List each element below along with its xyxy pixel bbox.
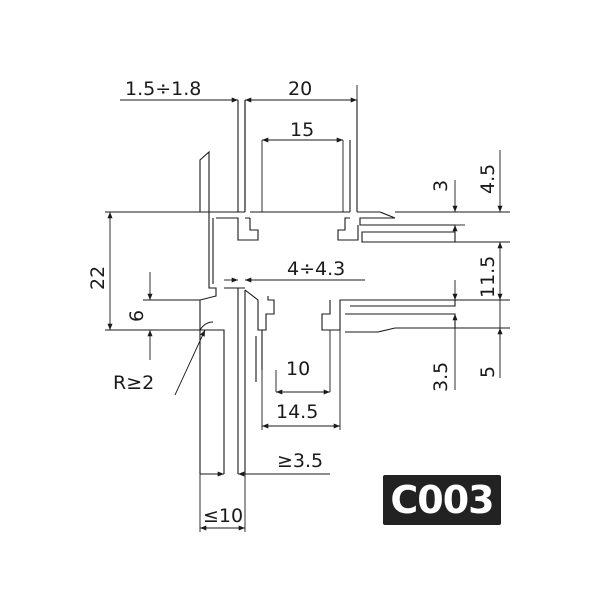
upper-right-lip xyxy=(245,217,359,241)
label-min-wall: ≥3.5 xyxy=(277,450,323,472)
ext-15 xyxy=(261,140,344,212)
label-20: 20 xyxy=(288,78,312,100)
label-15: 15 xyxy=(290,119,314,141)
dimension-lines xyxy=(107,97,503,531)
lower-channel-left xyxy=(255,330,263,382)
radius-corner xyxy=(199,321,214,331)
label-10: 10 xyxy=(286,358,310,380)
extension-lines xyxy=(105,85,510,532)
product-code: C003 xyxy=(390,478,494,522)
body-left-edge xyxy=(199,212,225,474)
upper-left-lip xyxy=(216,217,259,241)
lower-fin-a xyxy=(350,299,456,307)
dimension-labels: 1.5÷1.8 20 15 3 4.5 11.5 22 6 4÷4.3 10 1… xyxy=(87,78,499,527)
upper-fin-b xyxy=(361,231,456,243)
label-3-5: 3.5 xyxy=(430,362,452,392)
lower-right-lip xyxy=(321,299,350,331)
label-3: 3 xyxy=(430,180,452,192)
product-code-badge xyxy=(383,475,501,525)
label-5: 5 xyxy=(477,366,499,378)
label-22: 22 xyxy=(87,266,109,290)
label-14-5: 14.5 xyxy=(276,401,318,423)
label-top-gap: 1.5÷1.8 xyxy=(125,78,201,100)
profile-outline xyxy=(199,100,456,474)
label-radius: R≥2 xyxy=(113,372,154,394)
lower-fin-b xyxy=(345,313,456,333)
left-flange xyxy=(199,150,210,213)
label-11-5: 11.5 xyxy=(477,256,499,298)
label-6: 6 xyxy=(126,310,148,322)
label-4-4-3: 4÷4.3 xyxy=(287,258,345,280)
label-max-base: ≤10 xyxy=(203,505,243,527)
upper-fin-a xyxy=(357,211,455,226)
label-4-5: 4.5 xyxy=(477,164,499,194)
radius-leader xyxy=(174,329,206,396)
upper-channel-left xyxy=(209,100,246,213)
lower-left-lip xyxy=(244,289,275,331)
